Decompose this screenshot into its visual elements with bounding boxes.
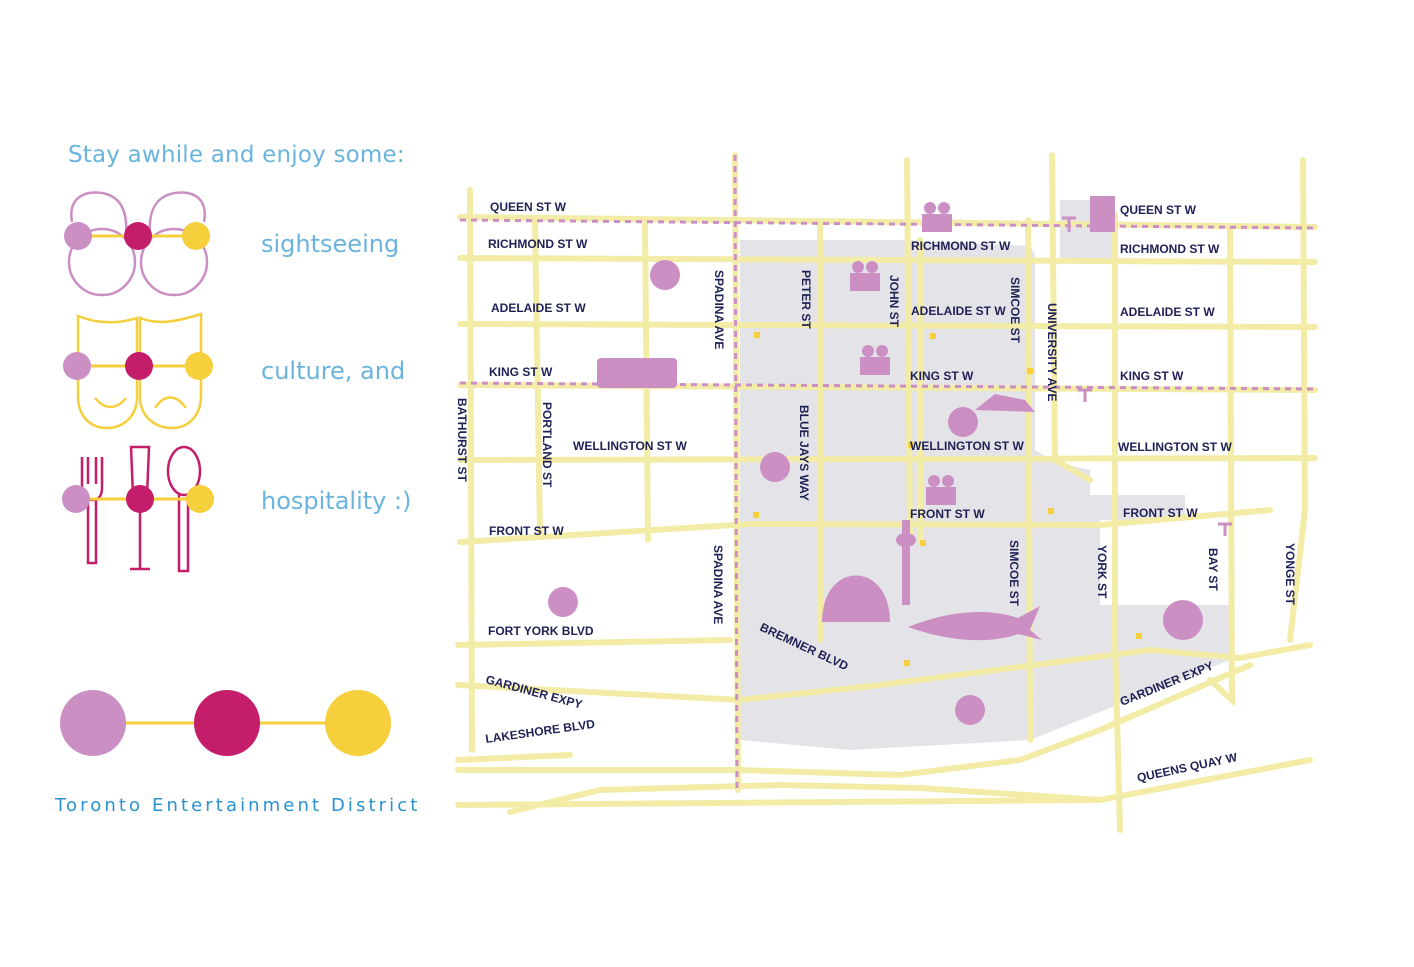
street-labels: QUEEN ST W QUEEN ST W RICHMOND ST W RICH… (455, 200, 1297, 785)
tree-icon (948, 407, 978, 437)
movie-camera-icon (850, 261, 880, 291)
street-label: BLUE JAYS WAY (797, 405, 811, 501)
street-label: FORT YORK BLVD (488, 624, 594, 638)
rogers-centre-icon (822, 575, 890, 622)
shark-icon (908, 606, 1042, 641)
street-label: ADELAIDE ST W (491, 301, 586, 315)
legend-icons (60, 191, 391, 756)
culture-dots (63, 352, 213, 380)
street-label: PORTLAND ST (540, 402, 554, 488)
movie-camera-icon (860, 345, 890, 375)
street-label: RICHMOND ST W (488, 237, 588, 251)
legend-label-culture: culture, and (261, 357, 406, 385)
street-label: SIMCOE ST (1008, 277, 1022, 344)
legend-label-sightseeing: sightseeing (261, 230, 400, 258)
street-label: PETER ST (799, 270, 813, 329)
street-label: SPADINA AVE (712, 270, 726, 349)
roy-thomson-hall-icon (975, 394, 1035, 412)
street-label: QUEEN ST W (490, 200, 567, 214)
street-label: LAKESHORE BLVD (484, 717, 596, 746)
street-label: UNIVERSITY AVE (1045, 303, 1059, 401)
district-name: Toronto Entertainment District (55, 795, 421, 816)
street-label: WELLINGTON ST W (910, 439, 1024, 453)
legend-label-hospitality: hospitality :) (261, 487, 412, 515)
street-label: QUEEN ST W (1120, 203, 1197, 217)
street-label: KING ST W (910, 369, 974, 383)
street-label: RICHMOND ST W (1120, 242, 1220, 256)
street-label: SIMCOE ST (1007, 540, 1021, 607)
street-label: RICHMOND ST W (911, 239, 1011, 253)
district-map: QUEEN ST W QUEEN ST W RICHMOND ST W RICH… (455, 152, 1318, 833)
street-label: SPADINA AVE (711, 545, 725, 624)
binoculars-icon (67, 191, 209, 297)
point-markers (753, 332, 1142, 666)
movie-camera-icon (922, 202, 952, 232)
tree-icon (760, 452, 790, 482)
street-label: QUEENS QUAY W (1136, 750, 1239, 785)
street-label: FRONT ST W (910, 507, 985, 521)
street-label: YORK ST (1095, 545, 1109, 599)
district-dots (60, 690, 391, 756)
basketball-icon (1163, 600, 1203, 640)
street-label: FRONT ST W (1123, 506, 1198, 520)
street-label: YONGE ST (1283, 543, 1297, 606)
street-label: JOHN ST (887, 275, 901, 328)
hospitality-dots (62, 485, 214, 513)
legend-intro: Stay awhile and enjoy some: (68, 142, 405, 168)
streetcar-icon (597, 358, 677, 388)
city-hall-icon (1090, 196, 1115, 232)
tree-icon (548, 587, 578, 617)
street-label: WELLINGTON ST W (573, 439, 687, 453)
subway-markers (1062, 216, 1232, 536)
streetcar-lines (459, 154, 1316, 791)
street-label: BATHURST ST (455, 398, 469, 482)
movie-camera-icon (926, 475, 956, 505)
street-label: ADELAIDE ST W (911, 304, 1006, 318)
cn-tower-icon (896, 520, 916, 605)
sightseeing-dots (64, 222, 210, 250)
street-label: ADELAIDE ST W (1120, 305, 1215, 319)
street-label: KING ST W (489, 365, 553, 379)
street-label: KING ST W (1120, 369, 1184, 383)
theatre-masks-icon (76, 312, 203, 430)
street-label: FRONT ST W (489, 524, 564, 538)
landmark-icons (548, 196, 1203, 725)
street-label: BAY ST (1206, 548, 1220, 591)
tree-icon (955, 695, 985, 725)
street-label: WELLINGTON ST W (1118, 440, 1232, 454)
road-network (455, 152, 1318, 833)
tree-icon (650, 260, 680, 290)
